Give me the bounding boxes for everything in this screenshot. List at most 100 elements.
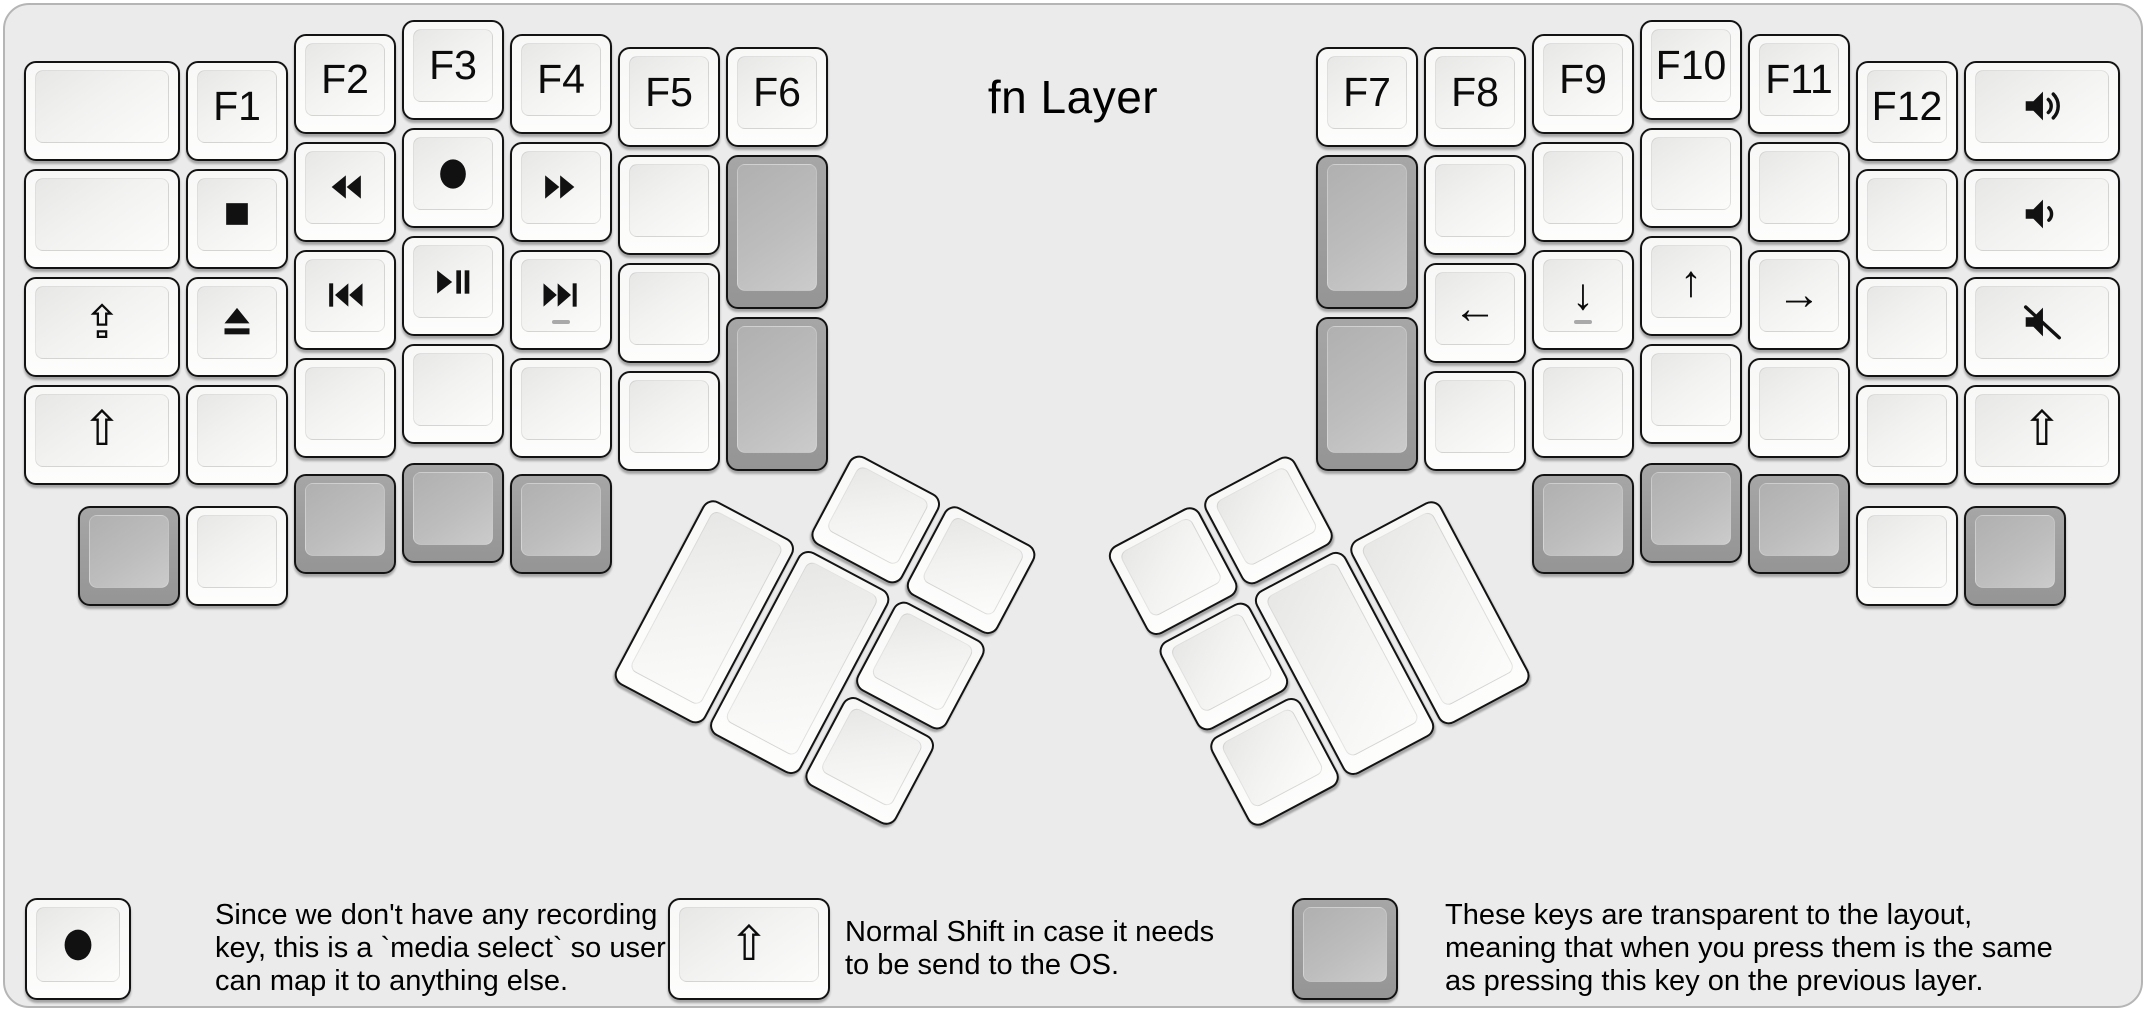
- keycap-surface: ←: [1435, 272, 1515, 345]
- keycap-surface: [1435, 164, 1515, 237]
- keycap-surface: [1169, 611, 1275, 714]
- key-blank: [618, 263, 720, 363]
- volume-down-icon: [2025, 199, 2054, 229]
- key-arrow-right: →: [1748, 249, 1850, 350]
- key-transparent: [510, 473, 612, 574]
- key-transparent: [1640, 462, 1742, 563]
- key-f1: F1: [186, 60, 288, 161]
- keycap-surface: [629, 272, 709, 345]
- key-label: F12: [1871, 82, 1943, 129]
- keycap-surface: [36, 907, 120, 982]
- key-stop: [186, 168, 288, 269]
- keycap-surface: [521, 482, 601, 556]
- key-play-pause: [402, 236, 504, 336]
- keycap-surface: [1118, 516, 1224, 619]
- key-transparent: [1748, 473, 1850, 574]
- key-transparent: [726, 155, 828, 309]
- key-fast-forward: [510, 141, 612, 242]
- key-label: F10: [1655, 42, 1727, 88]
- keycap-surface: [521, 258, 601, 332]
- key-f2: F2: [294, 33, 396, 134]
- key-blank: [1640, 128, 1742, 228]
- keycap-surface: [1867, 393, 1947, 467]
- key-mute: [1964, 276, 2120, 377]
- fast-forward-icon: [545, 175, 575, 199]
- key-label: →: [1777, 270, 1821, 319]
- keycap-surface: [35, 177, 169, 251]
- legend-text-record: Since we don't have any recording key, t…: [215, 899, 666, 997]
- play-pause-icon: [437, 269, 470, 294]
- keycap-surface: [629, 380, 709, 453]
- keycap-surface: [1435, 380, 1515, 453]
- keycap-surface: [737, 326, 817, 453]
- volume-up-icon: [2025, 91, 2060, 121]
- key-transparent: [78, 506, 180, 606]
- keycap-surface: [1867, 177, 1947, 251]
- keycap-surface: [1975, 515, 2055, 588]
- key-blank: [1856, 384, 1958, 485]
- keycap-surface: F9: [1543, 42, 1623, 116]
- key-label: F7: [1343, 69, 1391, 115]
- keycap-surface: [1759, 482, 1839, 556]
- keycap-surface: [737, 164, 817, 291]
- keycap-surface: [1303, 907, 1387, 982]
- key-label: ←: [1453, 283, 1497, 333]
- legend-record-key: [25, 898, 131, 1000]
- key-transparent: [726, 317, 828, 471]
- legend-text-transparent: These keys are transparent to the layout…: [1445, 899, 2053, 997]
- keycap-surface: [1651, 353, 1731, 426]
- keycap-surface: F2: [305, 42, 385, 116]
- key-rewind: [294, 141, 396, 242]
- key-blank: [1748, 141, 1850, 242]
- keycap-surface: [1867, 285, 1947, 359]
- keycap-surface: [1651, 471, 1731, 545]
- keycap-surface: [1867, 515, 1947, 588]
- key-f10: F10: [1640, 20, 1742, 120]
- key-media-select-record: [402, 128, 504, 228]
- key-f3: F3: [402, 20, 504, 120]
- keycap-surface: [89, 515, 169, 588]
- key-label: ⇪: [82, 296, 122, 348]
- keycap-surface: ⇧: [679, 907, 819, 982]
- key-label: F1: [213, 82, 261, 129]
- legend-text-shift: Normal Shift in case it needs to be send…: [845, 916, 1215, 981]
- key-caps-lock: ⇪: [24, 276, 180, 377]
- key-blank: [1424, 371, 1526, 471]
- keycap-surface: →: [1759, 258, 1839, 332]
- key-f11: F11: [1748, 33, 1850, 134]
- key-transparent: [1316, 317, 1418, 471]
- stop-icon: [226, 203, 248, 225]
- keycap-surface: [870, 610, 975, 713]
- key-blank: [1640, 344, 1742, 444]
- keycap-surface: [1759, 150, 1839, 224]
- keycap-surface: [819, 705, 925, 808]
- key-label: F3: [429, 42, 477, 88]
- keycap-surface: [1543, 482, 1623, 556]
- keycap-surface: [413, 353, 493, 426]
- key-blank: [510, 357, 612, 458]
- record-icon: [64, 929, 92, 960]
- key-label: F6: [753, 69, 801, 115]
- key-blank: [1856, 506, 1958, 606]
- keycap-surface: F6: [737, 56, 817, 129]
- key-f8: F8: [1424, 47, 1526, 147]
- rewind-icon: [331, 175, 361, 199]
- key-blank: [24, 60, 180, 161]
- key-blank: [1856, 168, 1958, 269]
- key-shift: ⇧: [24, 384, 180, 485]
- keycap-surface: F3: [413, 29, 493, 102]
- keycap-surface: [1975, 177, 2109, 251]
- homing-bar: [552, 320, 570, 324]
- key-blank: [618, 155, 720, 255]
- legend-transparent-key: [1292, 898, 1398, 1000]
- legend-shift-key: ⇧: [668, 898, 830, 1000]
- keycap-surface: F7: [1327, 56, 1407, 129]
- key-label: F11: [1765, 55, 1833, 102]
- keycap-surface: [413, 471, 493, 545]
- prev-track-icon: [329, 283, 363, 307]
- keycap-surface: [1327, 164, 1407, 291]
- key-blank: [618, 371, 720, 471]
- keycap-surface: [1759, 366, 1839, 440]
- keycap-surface: [521, 366, 601, 440]
- key-blank: [1424, 155, 1526, 255]
